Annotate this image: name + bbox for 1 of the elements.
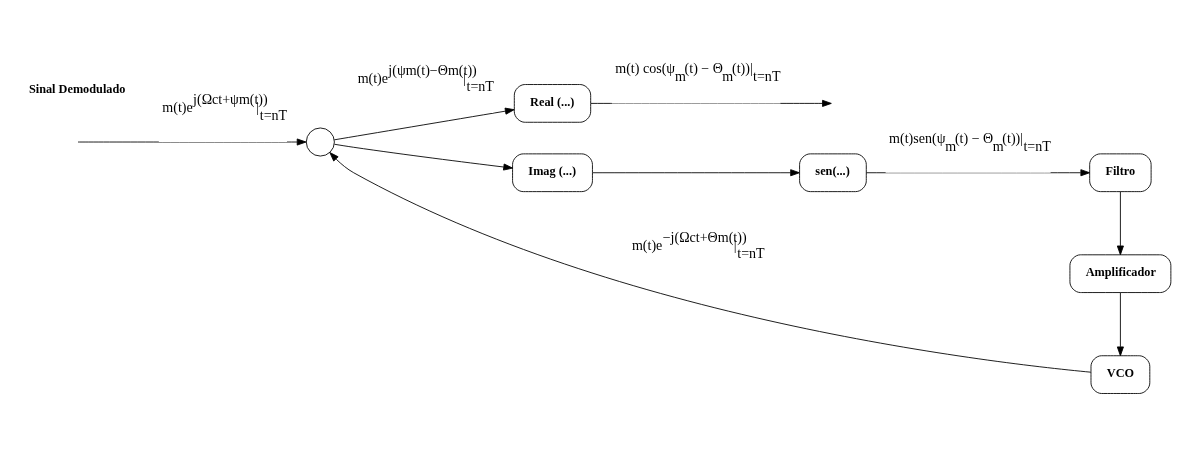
label: Sinal Demodulado — [28, 81, 126, 96]
